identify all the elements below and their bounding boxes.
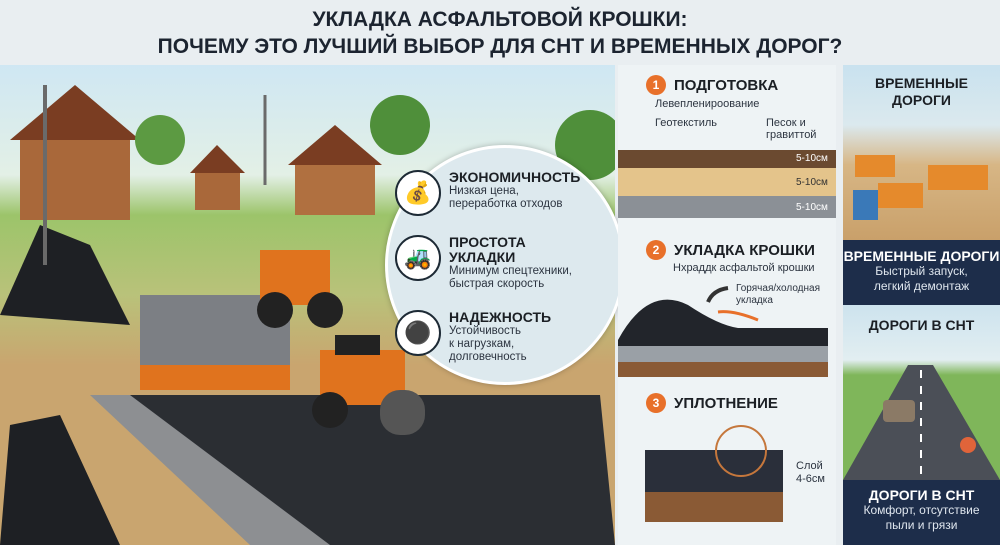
scene-drawing: [0, 85, 615, 545]
house: [195, 170, 240, 210]
benefit-text: Минимум спецтехники,: [449, 265, 572, 277]
box-text: пыли и грязи: [885, 518, 958, 532]
label-line: Песок и: [766, 117, 806, 129]
road-drawing: [843, 365, 1000, 480]
base-layer: [645, 492, 783, 522]
gravel-layer: [618, 196, 836, 218]
truck-cab: [853, 190, 878, 220]
box-text: Комфорт, отсутствие: [863, 503, 980, 517]
soil-layer: [618, 150, 836, 168]
step-title: УПЛОТНЕНИЕ: [674, 394, 778, 412]
scene2-title: ДОРОГИ В СНТ: [868, 317, 975, 333]
note-line: укладка: [736, 295, 773, 306]
step-subtitle: Нхраддк асфальтой крошки: [673, 262, 815, 274]
house: [20, 135, 130, 220]
box-text: легкий демонтаж: [873, 279, 970, 293]
benefit-economy: 💰 ЭКОНОМИЧНОСТЬ Низкая цена, переработка…: [395, 170, 580, 216]
laying-diagram: [618, 286, 828, 377]
road-roller-icon: 🚜: [395, 235, 441, 281]
note-line: Горячая/холодная: [736, 283, 820, 294]
benefit-text: переработка отходов: [449, 198, 563, 210]
snt-roads-box: ДОРОГИ В СНТ Комфорт, отсутствие пыли и …: [843, 480, 1000, 545]
crumb-pile: [0, 415, 120, 545]
house: [295, 160, 375, 215]
magnifier-circle: [715, 425, 767, 477]
benefit-reliability: ⚫ НАДЕЖНОСТЬ Устойчивость к нагрузкам, д…: [395, 310, 551, 364]
step-3-header: 3 УПЛОТНЕНИЕ: [646, 393, 778, 413]
title-line: ДОРОГИ: [892, 92, 951, 108]
dimension-label: 5-10см: [796, 177, 828, 188]
dimension-label: 5-10см: [796, 202, 828, 213]
page-title: УКЛАДКА АСФАЛЬТОВОЙ КРОШКИ: ПОЧЕМУ ЭТО Л…: [0, 6, 1000, 60]
temporary-roads-box: ВРЕМЕННЫЕ ДОРОГИ Быстрый запуск, легкий …: [843, 240, 1000, 305]
step-title: ПОДГОТОВКА: [674, 76, 779, 94]
layer-label-geotextile: Геотекстиль: [655, 117, 718, 129]
benefit-title: УКЛАДКИ: [449, 249, 516, 265]
steps-panel: 1 ПОДГОТОВКА Левепленироование Геотекстил…: [618, 65, 836, 545]
gravel-base: [90, 395, 330, 545]
dump-truck: [878, 183, 923, 208]
box-title: ДОРОГИ В СНТ: [868, 487, 975, 503]
step-1-header: 1 ПОДГОТОВКА: [646, 75, 778, 95]
sand-layer: [618, 168, 836, 196]
benefit-text: долговечность: [449, 351, 527, 363]
tire-icon: ⚫: [395, 310, 441, 356]
step-number: 3: [646, 393, 666, 413]
crumb-pile: [0, 225, 130, 325]
step-number: 1: [646, 75, 666, 95]
coins-percent-icon: 💰: [395, 170, 441, 216]
step-subtitle: Левепленироование: [655, 98, 760, 110]
box-title: ВРЕМЕННЫЕ ДОРОГИ: [843, 248, 1000, 264]
title-line-2: ПОЧЕМУ ЭТО ЛУЧШИЙ ВЫБОР ДЛЯ СНТ И ВРЕМЕН…: [157, 35, 843, 58]
dimension-label: 5-10см: [796, 153, 828, 164]
benefit-text: быстрая скорость: [449, 278, 545, 290]
step-number: 2: [646, 240, 666, 260]
label-line: гравиттой: [766, 129, 817, 141]
dump-truck: [855, 155, 895, 177]
temporary-roads-scene: [843, 65, 1000, 240]
title-line-1: УКЛАДКА АСФАЛЬТОВОЙ КРОШКИ:: [312, 8, 688, 31]
benefit-title: ЭКОНОМИЧНОСТЬ: [449, 169, 581, 185]
benefit-simplicity: 🚜 ПРОСТОТА УКЛАДКИ Минимум спецтехники, …: [395, 235, 572, 291]
benefit-text: к нагрузкам,: [449, 338, 515, 350]
asphalt-road: [120, 395, 615, 545]
dump-truck: [928, 165, 988, 190]
benefit-title: ПРОСТОТА: [449, 234, 526, 250]
benefit-title: НАДЕЖНОСТЬ: [449, 309, 552, 325]
title-line: ВРЕМЕННЫЕ: [874, 75, 969, 91]
benefit-text: Устойчивость: [449, 325, 522, 337]
snt-roads-scene: [843, 305, 1000, 480]
dim-line: 4-6см: [796, 473, 825, 485]
benefit-text: Низкая цена,: [449, 185, 519, 197]
box-text: Быстрый запуск,: [875, 264, 968, 278]
step-title: УКЛАДКА КРОШКИ: [674, 241, 815, 259]
dim-line: Слой: [796, 460, 823, 472]
step-2-header: 2 УКЛАДКА КРОШКИ: [646, 240, 815, 260]
